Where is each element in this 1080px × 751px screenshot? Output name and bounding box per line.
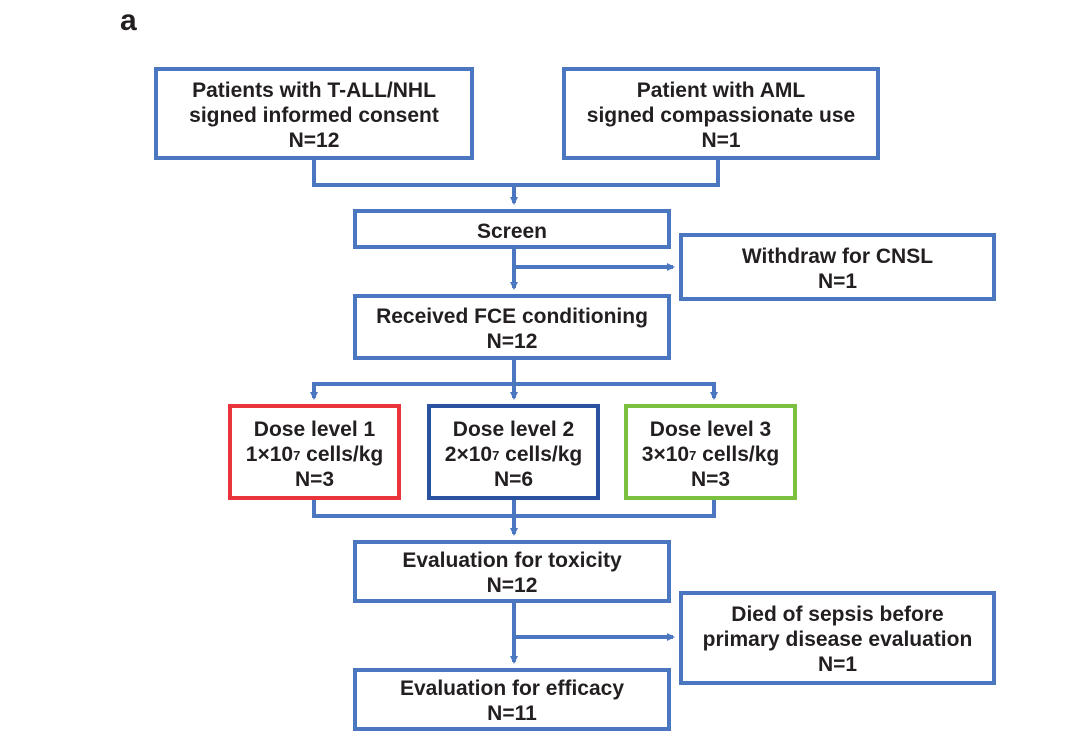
efficacy-label: Evaluation for efficacy	[399, 677, 625, 700]
dose-level-1-count: N=3	[294, 468, 335, 491]
panel-label: a	[120, 4, 137, 37]
aml-line-2: signed compassionate use	[586, 104, 856, 127]
efficacy-evaluation-box: Evaluation for efficacy N=11	[353, 668, 671, 731]
tall-nhl-line-2: signed informed consent	[189, 104, 439, 127]
fce-label: Received FCE conditioning	[376, 305, 648, 328]
dose-level-1-title: Dose level 1	[253, 418, 376, 441]
sepsis-line-1: Died of sepsis before	[731, 603, 944, 626]
withdraw-box: Withdraw for CNSL N=1	[679, 233, 996, 301]
fce-count: N=12	[486, 330, 538, 353]
fce-conditioning-box: Received FCE conditioning N=12	[353, 294, 671, 360]
screen-label: Screen	[476, 220, 548, 243]
tall-nhl-count: N=12	[288, 129, 340, 152]
aml-count: N=1	[701, 129, 741, 152]
screen-box: Screen	[353, 209, 671, 249]
toxicity-label: Evaluation for toxicity	[402, 549, 622, 572]
efficacy-count: N=11	[487, 702, 537, 725]
toxicity-count: N=12	[486, 574, 538, 597]
dose-level-3-title: Dose level 3	[649, 418, 772, 441]
aml-compassionate-box: Patient with AML signed compassionate us…	[562, 67, 880, 160]
dose-level-2-count: N=6	[493, 468, 534, 491]
dose-level-2-title: Dose level 2	[452, 418, 575, 441]
aml-line-1: Patient with AML	[636, 79, 806, 102]
toxicity-evaluation-box: Evaluation for toxicity N=12	[353, 540, 671, 603]
tall-nhl-line-1: Patients with T-ALL/NHL	[192, 79, 436, 102]
withdraw-label: Withdraw for CNSL	[741, 245, 934, 268]
sepsis-death-box: Died of sepsis before primary disease ev…	[679, 591, 996, 685]
sepsis-line-2: primary disease evaluation	[702, 628, 973, 651]
sepsis-count: N=1	[817, 653, 858, 676]
tall-nhl-consent-box: Patients with T-ALL/NHL signed informed …	[154, 67, 474, 160]
dose-level-3-count: N=3	[690, 468, 731, 491]
withdraw-count: N=1	[817, 270, 858, 293]
